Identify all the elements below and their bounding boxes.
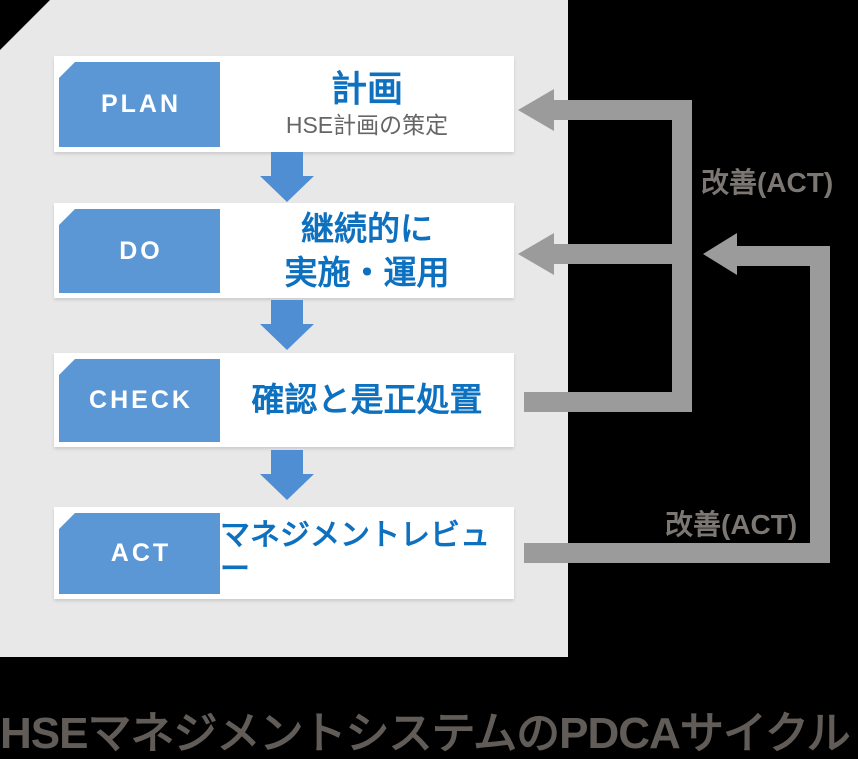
act-feedback-segment-vertical [810,246,830,563]
do-label: DO [119,236,163,265]
down-arrow-icon-2 [260,300,314,350]
feedback-to-plan-arrowhead-icon [518,89,554,131]
check-content: 確認と是正処置 [220,353,514,447]
diagram-caption: HSEマネジメントシステムのPDCAサイクル [0,709,851,758]
down-arrow-icon-1 [260,152,314,202]
check-text: 確認と是正処置 [251,381,483,418]
down-arrow-shaft [271,300,303,324]
row-plan: PLAN 計画 HSE計画の策定 [54,56,514,152]
down-arrow-head [260,324,314,350]
act-feedback-segment-horizontal [524,543,830,563]
row-check: CHECK 確認と是正処置 [54,353,514,447]
do-label-box: DO [59,209,220,293]
feedback-to-do-arrowhead-icon [518,233,554,275]
row-do: DO 継続的に 実施・運用 [54,203,514,298]
down-arrow-shaft [271,450,303,474]
plan-content: 計画 HSE計画の策定 [220,56,514,152]
do-content: 継続的に 実施・運用 [220,203,514,298]
plan-subtitle: HSE計画の策定 [285,112,449,138]
act-label-box: ACT [59,513,220,594]
do-text-line1: 継続的に [301,209,433,247]
row-act: ACT マネジメントレビュー [54,507,514,599]
act-label: ACT [110,539,172,567]
act-feedback-shaft [737,246,810,266]
improve-act-label-top: 改善(ACT) [701,167,834,198]
plan-label: PLAN [100,90,182,118]
check-feedback-segment-vertical [672,100,692,412]
check-label-box: CHECK [59,359,220,442]
act-text: マネジメントレビュー [220,519,490,586]
plan-title: 計画 [330,68,403,109]
diagram-panel: PLAN 計画 HSE計画の策定 DO 継続的に 実施・運用 CHECK 確認と… [0,0,568,657]
plan-label-box: PLAN [59,62,220,147]
act-content: マネジメントレビュー [220,507,514,599]
down-arrow-icon-3 [260,450,314,500]
act-feedback-arrowhead-icon [703,233,737,275]
check-label: CHECK [89,386,193,414]
check-feedback-segment-horizontal [524,392,692,412]
feedback-to-do-shaft [550,244,672,264]
improve-act-label-bottom: 改善(ACT) [665,509,798,540]
feedback-to-plan-shaft [550,100,672,120]
down-arrow-head [260,176,314,202]
down-arrow-shaft [271,152,303,176]
down-arrow-head [260,474,314,500]
do-text-line2: 実施・運用 [284,253,450,291]
